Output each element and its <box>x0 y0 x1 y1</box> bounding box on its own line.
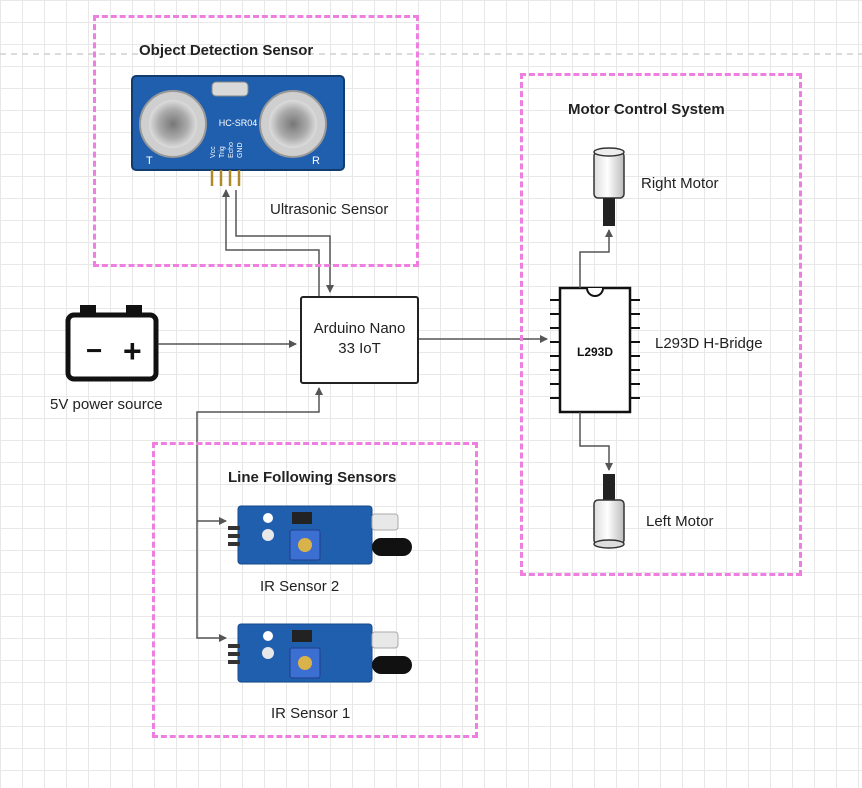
ultrasonic-board-text: HC-SR04 <box>219 118 258 128</box>
battery-label: 5V power source <box>50 396 163 413</box>
right-motor-label: Right Motor <box>641 175 719 192</box>
battery-plus: + <box>123 333 142 369</box>
ir-sensor-2-label: IR Sensor 2 <box>260 578 340 595</box>
ir-sensor-2-image <box>228 505 412 565</box>
wire-arduino-to-ultrasonic <box>222 189 320 296</box>
ultrasonic-label: Ultrasonic Sensor <box>270 201 389 218</box>
l293d-chip: L293D <box>550 286 640 414</box>
motor-control-title: Motor Control System <box>568 101 725 118</box>
line-following-group <box>152 442 478 738</box>
transmitter-mark: T <box>146 155 153 167</box>
pin-label-echo: Echo <box>228 142 235 158</box>
receiver-mark: R <box>312 155 320 167</box>
pin-label-trig: Trig <box>219 146 226 158</box>
line-following-title: Line Following Sensors <box>228 469 397 486</box>
left-motor-icon <box>593 474 625 549</box>
object-detection-group <box>93 15 419 267</box>
battery-minus: − <box>86 335 102 366</box>
battery-icon: − + <box>65 305 159 382</box>
ir-sensor-1-label: IR Sensor 1 <box>271 705 351 722</box>
wire-ir-to-arduino <box>196 387 323 521</box>
arduino-line1: Arduino Nano <box>313 320 406 337</box>
wire-hbridge-to-right-motor <box>579 229 613 288</box>
pin-label-vcc: Vcc <box>210 146 217 158</box>
motor-control-group <box>520 73 802 576</box>
wire-to-ir-sensor-1 <box>196 521 227 642</box>
left-motor-label: Left Motor <box>646 513 714 530</box>
chip-text: L293D <box>577 345 613 359</box>
ultrasonic-sensor-image: HC-SR04 T R Vcc Trig Echo GND <box>131 75 345 186</box>
wire-hbridge-to-left-motor <box>579 412 613 471</box>
object-detection-title: Object Detection Sensor <box>139 42 314 59</box>
ir-sensor-1-image <box>228 623 412 683</box>
pin-label-gnd: GND <box>237 142 244 158</box>
arduino-block: Arduino Nano 33 IoT <box>300 296 419 384</box>
arduino-line2: 33 IoT <box>338 340 381 357</box>
hbridge-label: L293D H-Bridge <box>655 335 763 352</box>
right-motor-icon <box>593 147 625 226</box>
